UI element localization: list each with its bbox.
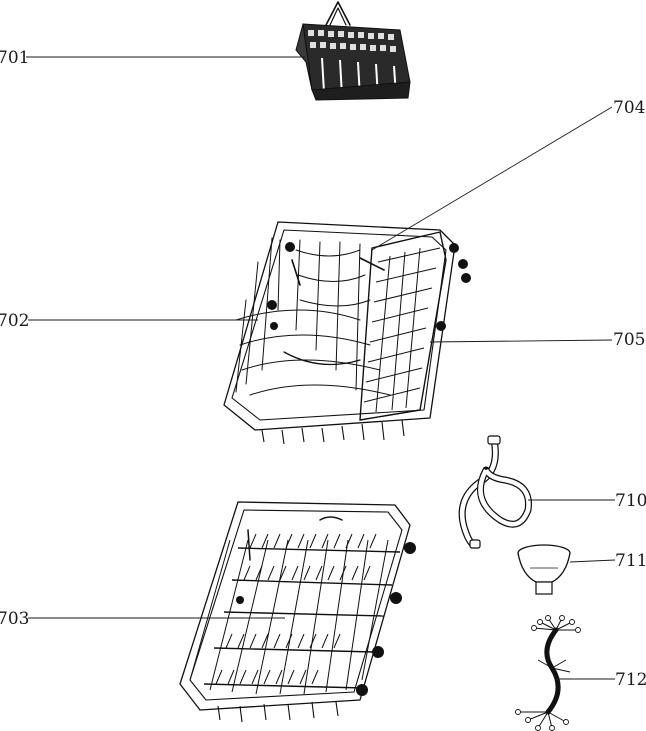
callout-705: 705 [613,330,645,350]
callout-701: 701 [0,48,29,68]
wiring-harness-illustration [515,615,581,731]
leader-704 [371,106,613,251]
callout-712: 712 [615,670,646,690]
cutlery-basket-illustration [295,1,411,101]
callout-710: 710 [615,491,646,511]
callout-711: 711 [615,551,646,571]
lower-rack-illustration [179,501,416,723]
callout-labels: 701 704 702 705 703 710 711 712 [0,48,646,690]
upper-rack-illustration [223,221,471,445]
drain-hose-illustration [458,435,533,549]
leader-705 [429,339,613,343]
callout-702: 702 [0,311,29,331]
callout-703: 703 [0,609,29,629]
salt-cap-illustration [517,544,571,595]
callout-704: 704 [613,98,645,118]
leader-711 [569,559,616,563]
leader-lines [26,56,616,680]
